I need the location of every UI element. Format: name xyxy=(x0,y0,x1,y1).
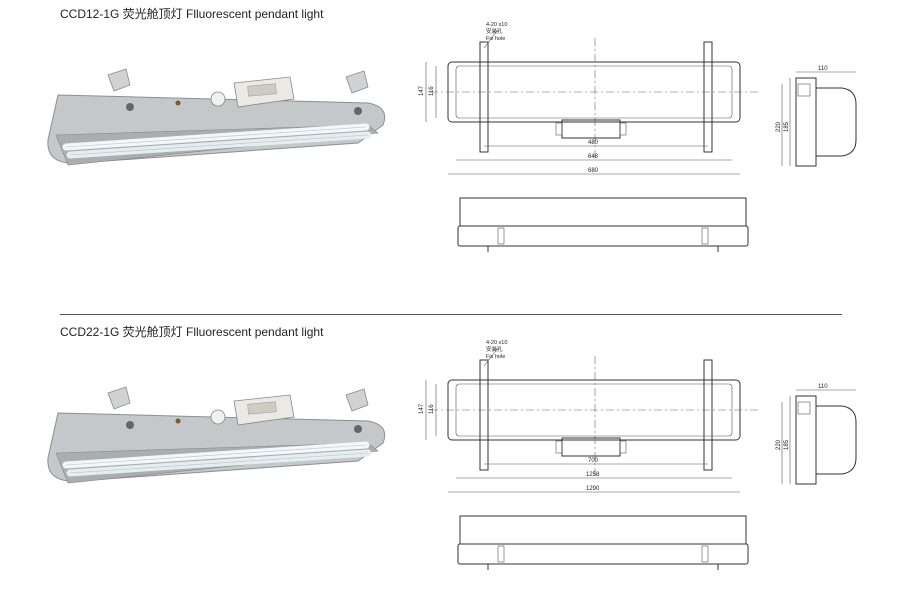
side-view: 220 185 110 xyxy=(776,66,857,167)
fixture-photo xyxy=(47,68,386,166)
hole-note-cn: 安装孔 xyxy=(486,345,503,353)
dim-height-inner: 116 xyxy=(429,86,435,96)
hole-note-cn: 安装孔 xyxy=(486,27,503,35)
dim-side-height-inner: 185 xyxy=(784,439,790,450)
product-title: CCD12-1G 荧光舱顶灯 Flluorescent pendant ligh… xyxy=(60,7,324,21)
hole-note-size: 4-20 x10 xyxy=(486,22,507,28)
top-view: 147 116 480 648 680 4-20 x10 安装孔 Fix hol… xyxy=(419,22,760,175)
dim-height-inner: 116 xyxy=(429,404,435,414)
section-divider xyxy=(60,314,842,315)
dimension-drawing: 147 116 480 648 680 4-20 x10 安装孔 Fix hol… xyxy=(419,22,857,252)
dimension-drawing: 147 116 700 1258 1290 4-20 x10 安装孔 Fix h… xyxy=(419,340,857,570)
front-view xyxy=(457,197,749,252)
dim-mid-span: 1258 xyxy=(586,472,600,478)
dim-overall: 1290 xyxy=(586,486,600,492)
fixture-illustration xyxy=(47,68,386,166)
fixture-illustration xyxy=(47,386,386,484)
dim-side-height-outer: 220 xyxy=(776,121,782,132)
side-view: 220 185 110 xyxy=(776,384,857,485)
hole-note-size: 4-20 x10 xyxy=(486,340,507,346)
dim-side-width: 110 xyxy=(818,66,828,72)
hole-note-en: Fix hole xyxy=(486,354,505,360)
fixture-photo xyxy=(47,386,386,484)
front-view xyxy=(457,515,749,570)
dim-side-height-outer: 220 xyxy=(776,439,782,450)
dim-mid-span: 648 xyxy=(588,154,599,160)
dim-overall: 680 xyxy=(588,168,599,174)
dim-inner-span: 700 xyxy=(588,458,599,464)
dim-side-height-inner: 185 xyxy=(784,121,790,132)
dim-height-outer: 147 xyxy=(419,403,425,414)
product-title: CCD22-1G 荧光舱顶灯 Flluorescent pendant ligh… xyxy=(60,325,324,339)
dim-side-width: 110 xyxy=(818,384,828,390)
product-section-2: CCD22-1G 荧光舱顶灯 Flluorescent pendant ligh… xyxy=(0,318,900,613)
product-section-1: CCD12-1G 荧光舱顶灯 Flluorescent pendant ligh… xyxy=(0,0,900,295)
dim-height-outer: 147 xyxy=(419,85,425,96)
hole-note-en: Fix hole xyxy=(486,36,505,42)
top-view: 147 116 700 1258 1290 4-20 x10 安装孔 Fix h… xyxy=(419,340,760,493)
dim-inner-span: 480 xyxy=(588,140,599,146)
